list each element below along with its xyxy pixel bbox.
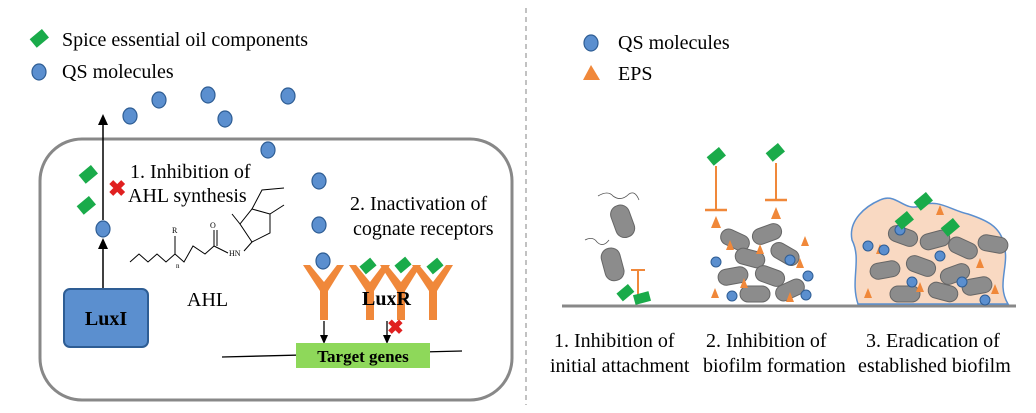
bound-qs-molecule (315, 252, 331, 270)
green-diamond-icon (706, 147, 726, 166)
green-diamond-icon (940, 218, 960, 237)
luxr-receptor (349, 265, 390, 320)
stage2-illustration (705, 143, 814, 303)
synthesis-arrowhead (98, 238, 108, 249)
green-diamond-icon (894, 211, 914, 230)
qs-molecule (311, 216, 327, 234)
legend-qs-label: QS molecules (62, 61, 174, 83)
bacterial-cell-outline (38, 137, 514, 402)
green-diamond-icon (78, 165, 98, 184)
ahl-chain (129, 245, 215, 263)
step1-line1: 1. Inhibition of (130, 161, 251, 183)
luxr-receptor (380, 265, 421, 320)
luxr-receptor (303, 265, 344, 320)
green-diamond-icon (632, 291, 652, 305)
stage2-caption-line2: biofilm formation (703, 355, 846, 377)
bacterium (610, 204, 636, 239)
legend-qs-label: QS molecules (618, 32, 730, 54)
green-diamond-icon (765, 143, 785, 162)
activation-arrowhead (320, 335, 328, 344)
green-diamond-icon (426, 257, 444, 275)
green-diamond-icon (76, 196, 96, 215)
ahl-amide-bond (243, 241, 253, 252)
qs-molecule (151, 91, 167, 109)
luxr-receptor (412, 265, 453, 320)
stage3-illustration (850, 192, 1010, 306)
bacterium (600, 247, 625, 282)
ahl-structure (129, 187, 285, 263)
stage2-caption-line1: 2. Inhibition of (706, 330, 827, 352)
qs-molecule (280, 87, 296, 105)
green-diamond-icon (913, 192, 933, 211)
qs-molecule (95, 220, 111, 238)
export-arrowhead (98, 114, 108, 125)
stage3-caption-line1: 3. Eradication of (866, 330, 1000, 352)
green-diamond-icon (616, 284, 635, 302)
stage3-caption-line2: established biofilm (858, 355, 1011, 377)
stage1-caption-line1: 1. Inhibition of (554, 330, 675, 352)
stage1-caption-line2: initial attachment (550, 355, 690, 377)
eps-triangle (771, 207, 781, 219)
ahl-atom-r: R (172, 226, 178, 235)
green-diamond-icon (359, 257, 377, 275)
left-legend: Spice essential oil components QS molecu… (29, 29, 308, 83)
green-diamond-icon (394, 256, 412, 274)
ahl-amide-bond (213, 245, 229, 254)
luxi-box (63, 288, 149, 348)
qs-molecule (260, 141, 276, 159)
luxr-label: LuxR (362, 288, 411, 310)
right-legend: QS molecules EPS (583, 32, 730, 85)
blocked-arrowhead (383, 335, 391, 344)
step2-line1: 2. Inactivation of (350, 193, 488, 215)
luxr-receptors (303, 265, 453, 320)
qs-molecule (311, 172, 327, 190)
inhibition-x-icon: ✖ (387, 317, 404, 339)
blue-circle-icon (583, 34, 599, 52)
ahl-atom-hn: HN (229, 249, 241, 258)
ahl-lactone-ring (239, 208, 271, 243)
released-qs-molecules (122, 86, 327, 234)
target-genes-box (296, 343, 430, 368)
ahl-ring-arm (231, 213, 241, 225)
ahl-label: AHL (187, 289, 228, 311)
qs-molecule (122, 107, 138, 125)
green-diamond-icon (29, 29, 49, 48)
qs-molecule (200, 86, 216, 104)
luxi-label: LuxI (85, 308, 127, 330)
inhibition-x-icon: ✖ (108, 176, 126, 201)
step2-line2: cognate receptors (353, 218, 494, 240)
ahl-atom-o: O (210, 221, 216, 230)
legend-spice-label: Spice essential oil components (62, 29, 308, 51)
eps-triangle (711, 216, 721, 228)
ahl-ring-arm (269, 204, 285, 215)
ahl-atom-n: n (176, 262, 180, 270)
qs-molecule (217, 110, 233, 128)
stage1-illustration (584, 192, 652, 305)
orange-triangle-icon (583, 65, 600, 80)
step1-line2: AHL synthesis (128, 185, 247, 207)
legend-eps-label: EPS (618, 63, 652, 85)
target-genes-label: Target genes (317, 347, 409, 366)
ahl-ring-arm (251, 187, 285, 210)
blue-circle-icon (31, 63, 47, 81)
